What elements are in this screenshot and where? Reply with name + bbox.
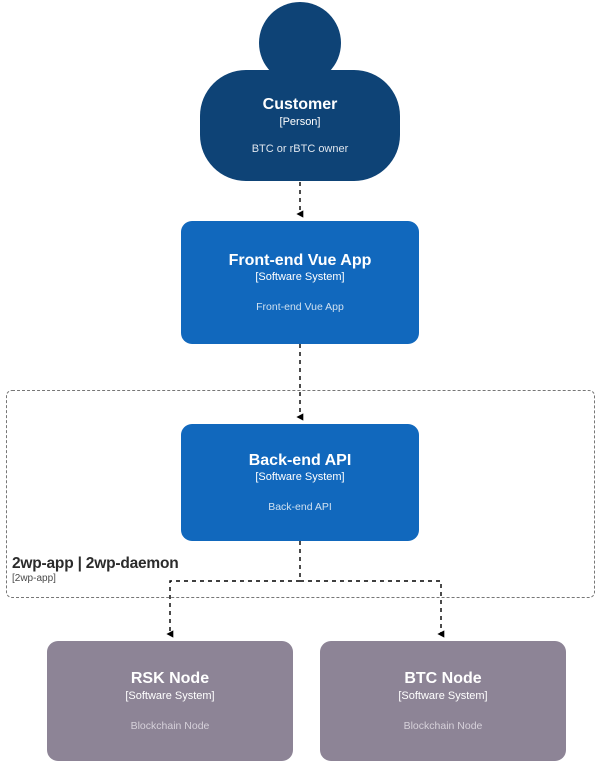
node-frontend-vue-app[interactable]: Front-end Vue App [Software System] Fron… xyxy=(181,221,419,344)
node-customer-title: Customer xyxy=(262,96,338,114)
node-rsk-node[interactable]: RSK Node [Software System] Blockchain No… xyxy=(47,641,293,761)
node-customer-type: [Person] xyxy=(279,115,321,128)
boundary-title: 2wp-app | 2wp-daemon xyxy=(12,555,179,572)
node-backend-description: Back-end API xyxy=(268,501,332,514)
node-backend-api[interactable]: Back-end API [Software System] Back-end … xyxy=(181,424,419,541)
node-backend-title: Back-end API xyxy=(248,451,352,469)
node-rsk-description: Blockchain Node xyxy=(130,719,210,732)
node-frontend-title: Front-end Vue App xyxy=(228,251,372,269)
node-frontend-description: Front-end Vue App xyxy=(256,301,344,314)
node-btc-description: Blockchain Node xyxy=(403,719,483,732)
boundary-2wp-app[interactable] xyxy=(6,390,595,598)
node-btc-node[interactable]: BTC Node [Software System] Blockchain No… xyxy=(320,641,566,761)
node-frontend-type: [Software System] xyxy=(255,271,345,284)
boundary-subtitle: [2wp-app] xyxy=(12,573,56,585)
node-rsk-type: [Software System] xyxy=(125,689,215,702)
node-customer[interactable]: Customer [Person] BTC or rBTC owner xyxy=(200,70,400,181)
node-customer-description: BTC or rBTC owner xyxy=(251,142,349,155)
boundary-label: 2wp-app | 2wp-daemon [2wp-app] xyxy=(12,555,179,585)
node-rsk-title: RSK Node xyxy=(130,670,210,688)
node-btc-title: BTC Node xyxy=(404,670,482,688)
node-backend-type: [Software System] xyxy=(255,471,345,484)
node-btc-type: [Software System] xyxy=(398,689,488,702)
